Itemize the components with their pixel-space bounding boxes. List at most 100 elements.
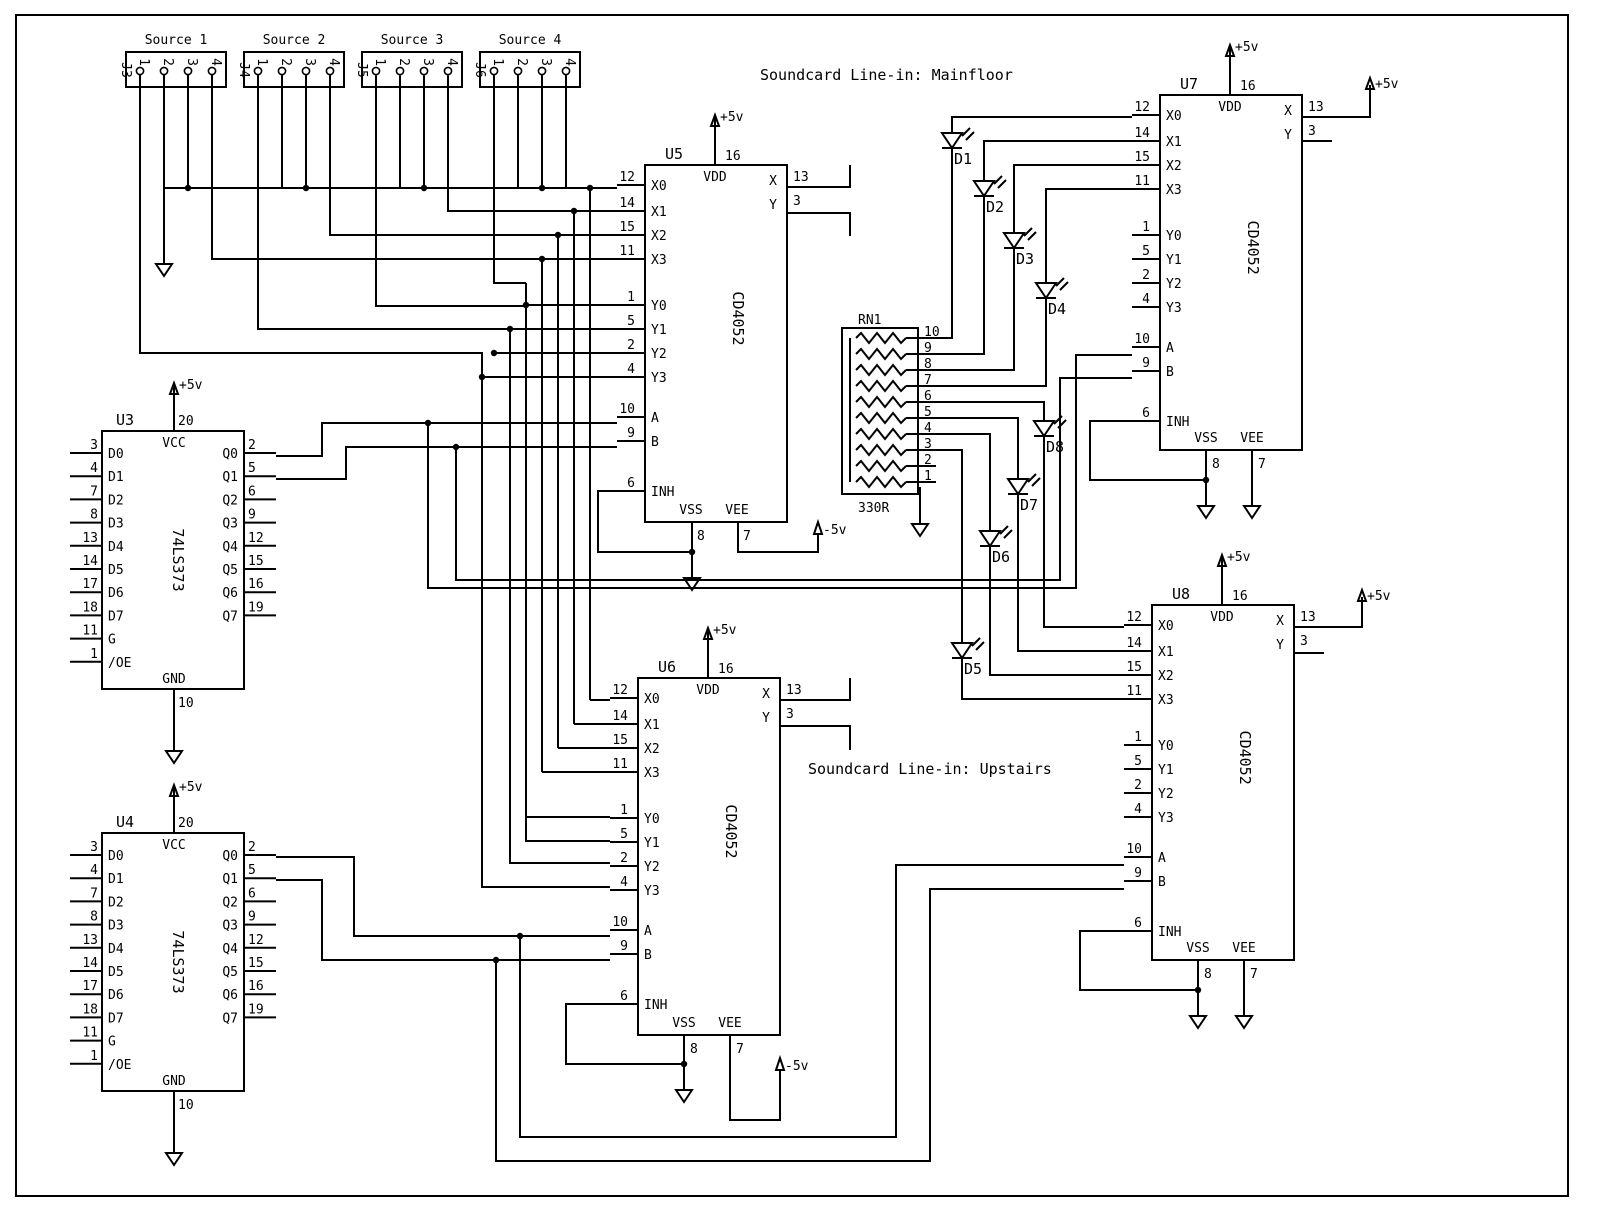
- latch-pin-name: Q6: [222, 586, 238, 601]
- resnet-pin-number: 7: [924, 373, 932, 388]
- junction-dot: [490, 349, 498, 357]
- wire-u7-x: [1302, 85, 1371, 118]
- resnet-pin-number: 2: [924, 453, 932, 468]
- led-ref: D7: [1020, 496, 1038, 514]
- connector-pin: [277, 66, 287, 76]
- mux-pin-number: 11: [619, 244, 635, 259]
- latch-pin-number: 1: [90, 1049, 98, 1064]
- led-triangle: [1032, 420, 1056, 438]
- connector-body: [125, 51, 227, 88]
- wire-d4: [1045, 188, 1132, 283]
- led-triangle: [978, 530, 1002, 548]
- mux-pin-name: X3: [1158, 693, 1174, 708]
- wire-s1-p4: [211, 75, 617, 260]
- latch-ref: U4: [116, 813, 134, 831]
- led-triangle: [950, 642, 974, 660]
- mux-pin-number: 11: [612, 757, 628, 772]
- latch-pin-name: Q3: [222, 517, 238, 532]
- wire-d8: [1043, 436, 1124, 628]
- mux-pin-number: 9: [1142, 356, 1150, 371]
- mux-pin-name: INH: [1166, 415, 1189, 430]
- latch-pin-number: 4: [90, 863, 98, 878]
- latch-pin-name: G: [108, 633, 116, 648]
- resistor: [855, 363, 907, 377]
- wire-s4-p1: [493, 75, 526, 284]
- resnet-ref: RN1: [858, 313, 881, 328]
- mux-pin-number: 12: [612, 683, 628, 698]
- power-arrow: [709, 112, 721, 127]
- latch-pin-number: 3: [90, 438, 98, 453]
- led-ref: D4: [1048, 300, 1066, 318]
- mux-pin-name: Y1: [1158, 763, 1174, 778]
- power-arrow: [168, 380, 180, 395]
- latch-vcc-supply: +5v: [179, 780, 203, 795]
- led-ray: [1055, 277, 1065, 287]
- mux-pin-number: 10: [612, 915, 628, 930]
- wire-u7-inh: [1089, 420, 1206, 481]
- mux-vee-label: VEE: [1240, 431, 1263, 446]
- wire-u3-q1-b: [276, 446, 617, 480]
- mux-pin-name: X3: [644, 766, 660, 781]
- latch-pin-number: 9: [248, 910, 256, 925]
- latch-pin-number: 7: [90, 484, 98, 499]
- mux-pin-name: Y: [769, 198, 777, 213]
- resnet-pin-number: 4: [924, 421, 932, 436]
- resistor: [855, 475, 907, 489]
- ground-symbol: [910, 523, 930, 538]
- junction-dot: [688, 548, 696, 556]
- led-ref: D3: [1016, 250, 1034, 268]
- led-ray: [1023, 227, 1033, 237]
- junction-dot: [680, 1060, 688, 1068]
- led-ray: [1053, 415, 1063, 425]
- wire-u8-x: [1294, 597, 1363, 628]
- resnet-pin-number: 3: [924, 437, 932, 452]
- mux-pin-number: 9: [620, 939, 628, 954]
- vee-arrow: [812, 518, 824, 535]
- ground-symbol: [1234, 1015, 1254, 1030]
- mux-pin-name: A: [1158, 851, 1166, 866]
- mux-pin-number: 12: [1126, 610, 1142, 625]
- latch-pin-name: D7: [108, 1011, 124, 1026]
- mux-vdd-supply: +5v: [720, 110, 744, 125]
- latch-pin-number: 1: [90, 647, 98, 662]
- led-triangle: [1002, 232, 1026, 250]
- latch-pin-name: Q2: [222, 895, 238, 910]
- power-arrow: [168, 782, 180, 797]
- resistor: [855, 347, 907, 361]
- latch-gnd-number: 10: [178, 1098, 194, 1113]
- mux-vss-label: VSS: [679, 503, 702, 518]
- mux-pin-number: 2: [1142, 268, 1150, 283]
- latch-pin-name: Q1: [222, 470, 238, 485]
- mux-part-label: CD4052: [1244, 221, 1262, 275]
- mux-pin-number: 13: [793, 170, 809, 185]
- mux-pin-number: 6: [1142, 406, 1150, 421]
- latch-pin-name: D2: [108, 493, 124, 508]
- resistor: [855, 459, 907, 473]
- latch-pin-name: D6: [108, 988, 124, 1003]
- led-triangle: [1006, 478, 1030, 496]
- latch-pin-name: D3: [108, 919, 124, 934]
- latch-pin-name: /OE: [108, 656, 131, 671]
- latch-pin-number: 18: [82, 1002, 98, 1017]
- mux-pin-name: X2: [651, 229, 667, 244]
- mux-pin-number: 3: [1300, 634, 1308, 649]
- mux-pin-name: A: [651, 411, 659, 426]
- led-triangle: [972, 180, 996, 198]
- connector-ref: J6: [472, 62, 487, 78]
- power-label-neg: -5v: [785, 1059, 809, 1074]
- resistor: [855, 379, 907, 393]
- latch-vcc-number: 20: [178, 816, 194, 831]
- mux-pin-number: 13: [1308, 100, 1324, 115]
- latch-pin-number: 8: [90, 508, 98, 523]
- connector-pin-number: 3: [538, 58, 553, 66]
- mux-pin-name: X: [769, 174, 777, 189]
- led-ray: [993, 175, 1003, 185]
- mux-pin-name: Y2: [1158, 787, 1174, 802]
- wire-d7: [1017, 494, 1124, 652]
- latch-pin-number: 5: [248, 863, 256, 878]
- led-ray: [1027, 473, 1037, 483]
- latch-pin-name: D4: [108, 942, 124, 957]
- connector-pin: [561, 66, 571, 76]
- latch-part-label: 74LS373: [169, 528, 187, 591]
- mux-vee-number: 7: [736, 1042, 744, 1057]
